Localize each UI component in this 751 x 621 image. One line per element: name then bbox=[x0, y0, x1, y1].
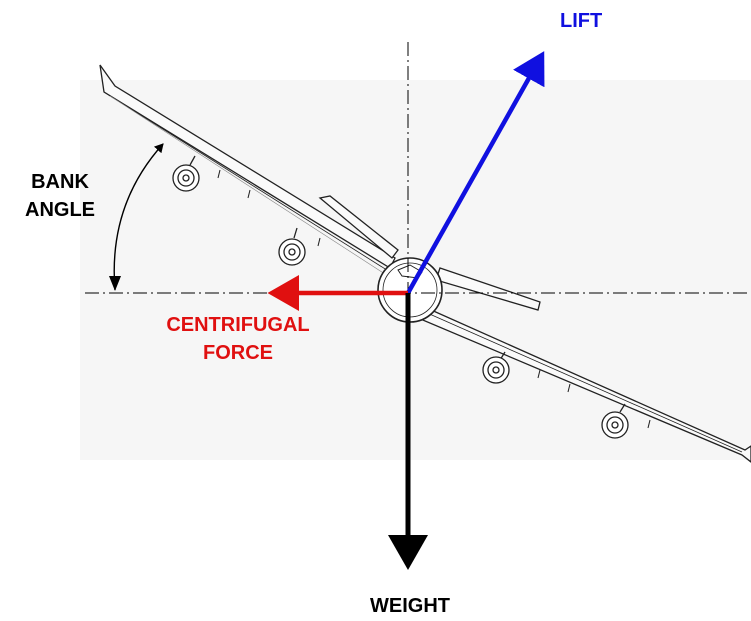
left-engine-outer bbox=[172, 155, 200, 192]
centrifugal-label-line1: CENTRIFUGAL bbox=[166, 314, 309, 336]
airplane-front-view bbox=[99, 64, 751, 463]
right-engine-outer bbox=[601, 403, 629, 439]
right-engine-inner bbox=[482, 351, 510, 384]
weight-label: WEIGHT bbox=[370, 595, 450, 617]
reference-axes bbox=[85, 42, 751, 294]
left-engine-inner bbox=[278, 227, 306, 266]
centrifugal-label-line2: FORCE bbox=[203, 342, 273, 364]
lift-arrow bbox=[406, 51, 545, 295]
bank-angle-arc bbox=[113, 143, 164, 291]
lift-label: LIFT bbox=[560, 10, 602, 32]
bank-angle-label-line2: ANGLE bbox=[25, 199, 95, 221]
bank-angle-label-line1: BANK bbox=[31, 171, 89, 193]
left-stabilizer bbox=[318, 195, 399, 259]
